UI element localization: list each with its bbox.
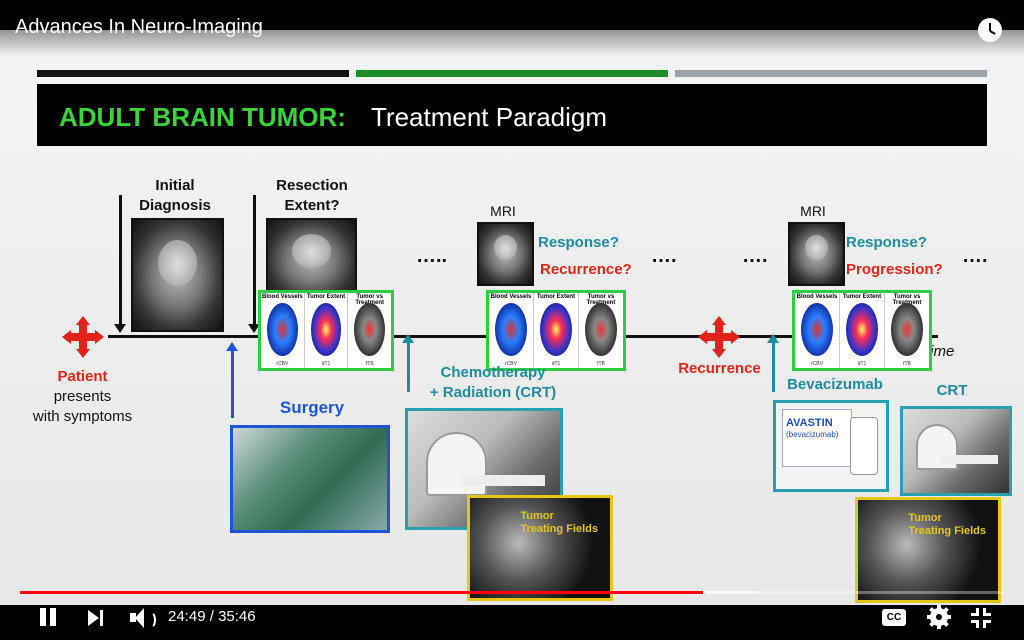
pause-icon[interactable] <box>38 607 58 627</box>
panel-label: Tumor Extent <box>305 294 348 300</box>
video-frame[interactable]: ADULT BRAIN TUMOR: Treatment Paradigm In… <box>0 30 1024 605</box>
avastin-sub: (bevacizumab) <box>786 430 838 439</box>
panel-sub: rCBV <box>261 361 304 367</box>
mri-followup-image-2 <box>788 222 845 286</box>
arrow-chemoradiation <box>407 342 410 392</box>
ttf-photo-1: Tumor Treating Fields <box>467 495 613 601</box>
recurrence-label: Recurrence <box>672 360 767 377</box>
mri-label-2: MRI <box>788 203 838 219</box>
panel-sub: dT1 <box>305 361 348 367</box>
ttf-label-2: Tumor Treating Fields <box>908 512 986 538</box>
arrow-initial-diagnosis <box>119 195 122 331</box>
bevacizumab-label: Bevacizumab <box>780 376 890 393</box>
resection-extent-label: Resection Extent? <box>262 176 362 216</box>
panel-sub: fTB <box>579 361 623 367</box>
ttf-label-1: Tumor Treating Fields <box>520 510 598 536</box>
arrow-surgery <box>231 350 234 418</box>
response-question-1: Response? <box>538 234 638 251</box>
progress-played <box>20 591 703 594</box>
surgery-label: Surgery <box>262 398 362 418</box>
arrow-resection <box>253 195 256 331</box>
slide-header: ADULT BRAIN TUMOR: Treatment Paradigm <box>37 84 987 146</box>
surgery-photo <box>230 425 390 533</box>
patient-label: Patient <box>30 368 135 385</box>
video-title[interactable]: Advances In Neuro-Imaging <box>15 16 263 39</box>
ellipsis-1: ….. <box>416 245 447 268</box>
panel-sub: rCBV <box>795 361 839 367</box>
mri-label-1: MRI <box>478 203 528 219</box>
ttf-photo-2: Tumor Treating Fields <box>855 497 1001 603</box>
slide-title-main: ADULT BRAIN TUMOR: <box>59 102 346 133</box>
recurrence-cross-icon <box>702 320 736 354</box>
slide-title-sub: Treatment Paradigm <box>371 102 607 133</box>
panel-sub: dT1 <box>840 361 884 367</box>
slide-stripe-black <box>37 70 349 77</box>
arrow-bevacizumab <box>772 342 775 392</box>
slide-stripe-green <box>356 70 668 77</box>
time-separator: / <box>206 608 219 625</box>
time-display: 24:49 / 35:46 <box>168 608 256 625</box>
panel-label: Tumor Extent <box>534 294 578 300</box>
with-symptoms-label: with symptoms <box>20 408 145 425</box>
panel-sub: fTB <box>885 361 929 367</box>
settings-gear-icon[interactable] <box>927 605 951 629</box>
duration: 35:46 <box>218 608 256 625</box>
radiation-label: + Radiation (CRT) <box>418 384 568 401</box>
avastin-name: AVASTIN <box>786 417 833 429</box>
title-bar: Advances In Neuro-Imaging <box>0 0 1024 56</box>
watch-later-clock-icon[interactable] <box>978 18 1002 42</box>
response-question-2: Response? <box>846 234 946 251</box>
avastin-photo: AVASTIN (bevacizumab) <box>773 400 889 492</box>
panel-label: Blood Vessels <box>261 294 304 300</box>
ellipsis-2: …. <box>651 245 677 268</box>
mri-followup-image-1 <box>477 222 534 286</box>
initial-diagnosis-label: Initial Diagnosis <box>130 176 220 216</box>
crt-label: CRT <box>930 382 974 399</box>
ellipsis-3: …. <box>742 245 768 268</box>
volume-icon[interactable] <box>130 607 156 629</box>
progression-question: Progression? <box>846 261 966 278</box>
panel-label: Tumor Extent <box>840 294 884 300</box>
exit-fullscreen-icon[interactable] <box>971 608 991 628</box>
next-video-icon[interactable] <box>88 609 108 627</box>
crt-photo-2 <box>900 406 1012 496</box>
current-time: 24:49 <box>168 608 206 625</box>
panel-label: Blood Vessels <box>489 294 533 300</box>
panel-sub: fTB <box>348 361 391 367</box>
ellipsis-4: …. <box>962 245 988 268</box>
presents-label: presents <box>30 388 135 405</box>
chemotherapy-label: Chemotherapy <box>428 364 558 381</box>
slide-stripe-gray <box>675 70 987 77</box>
patient-cross-icon <box>66 320 100 354</box>
recurrence-question: Recurrence? <box>540 261 650 278</box>
panel-label: Blood Vessels <box>795 294 839 300</box>
mri-initial-image <box>131 218 224 332</box>
subtitles-cc-icon[interactable]: CC <box>882 609 906 626</box>
